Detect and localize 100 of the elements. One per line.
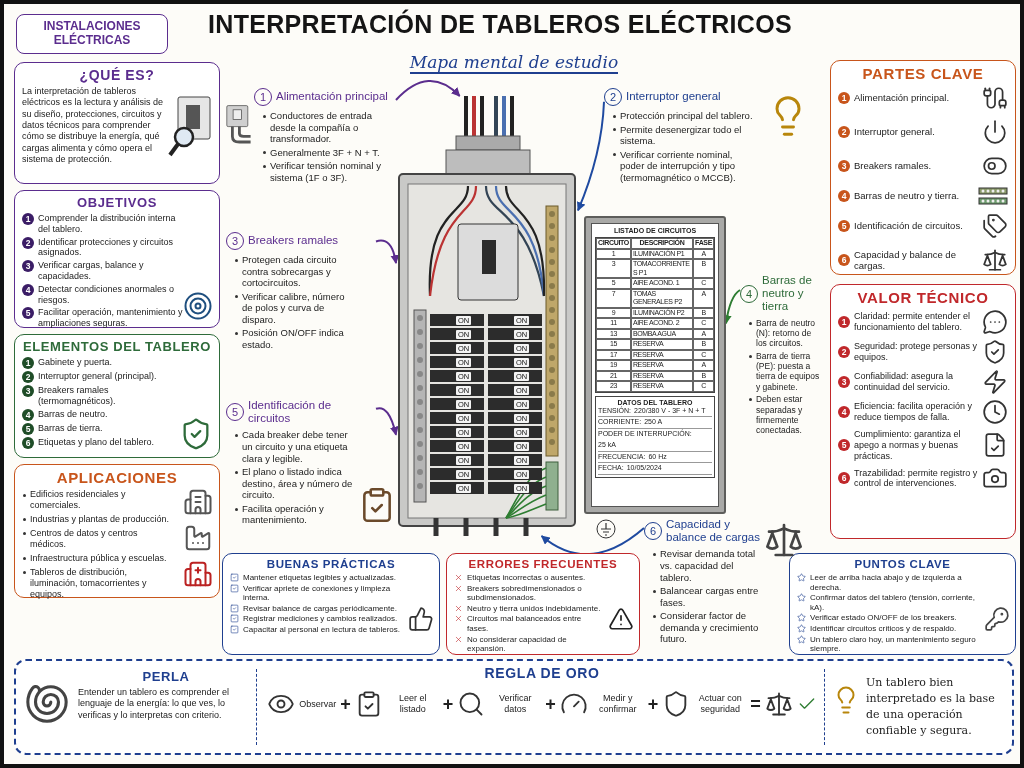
operator-sign: + <box>545 693 556 715</box>
list-item: Barras de neutro y tierra. <box>854 190 961 202</box>
callout-title: Interruptor general <box>626 90 721 104</box>
number-badge: 5 <box>838 439 850 452</box>
bullet-text: Protegen cada circuito contra sobrecargas y cortocircuitos. <box>234 254 356 289</box>
step-text: Actuar con seguridad <box>697 693 743 715</box>
info-card <box>14 464 220 598</box>
number-badge: 5 <box>22 422 34 435</box>
bullet-text: Protección principal del tablero. <box>612 110 758 122</box>
number-badge: 4 <box>838 406 850 418</box>
info-card <box>14 334 220 458</box>
number-badge: 6 <box>838 254 850 266</box>
list-item: Barras de tierra. <box>38 422 104 434</box>
list-item: Verificar apriete de conexiones y limpieza interna. <box>243 583 392 603</box>
list-item: Confiabilidad: asegura la continuidad del servicio. <box>854 371 955 393</box>
list-item: Confirmar datos del tablero (tensión, corriente, kA). <box>810 593 976 613</box>
paragraph: La interpretación de tableros eléctricos es la lectura y análisis de su diseño, protecciones, circuitos y datos técnicos para comprender cómo se distribuye la energía, qué cargas alimenta y cómo opera el sistema de protección. <box>22 86 164 166</box>
number-badge: 6 <box>838 472 850 485</box>
operator-sign: + <box>647 693 659 715</box>
number-badge: 6 <box>22 436 34 449</box>
card-heading: VALOR TÉCNICO <box>857 289 989 306</box>
list-item: Verificar estado ON/OFF de los breakers. <box>810 613 958 623</box>
bullet-text: Deben estar separadas y firmemente conectadas. <box>748 394 824 436</box>
info-card <box>830 60 1016 275</box>
number-badge: 2 <box>838 346 850 358</box>
list-item: Identificar circuitos críticos y de respaldo. <box>810 623 958 634</box>
list-item: Facilitar operación, mantenimiento y ampliaciones seguras. <box>38 307 184 329</box>
bullet-text: Facilita operación y mantenimiento. <box>234 502 360 527</box>
bullet-text: Verificar tensión nominal y sistema (1F o 3F). <box>262 160 392 184</box>
number-badge: 3 <box>22 385 34 397</box>
list-item: Capacidad y balance de cargas. <box>854 248 957 272</box>
callout-title: Breakers ramales <box>248 234 339 248</box>
bullet-text: Verificar calibre, número de polos y curva de disparo. <box>234 290 356 326</box>
bullet-text: Barra de tierra (PE): puesta a tierra de equipos y gabinete. <box>748 350 824 393</box>
step-text: Leer el listado <box>397 693 428 715</box>
callout-title: Capacidad y balance de cargas <box>666 518 761 545</box>
bullet-text: Cada breaker debe tener un circuito y una etiqueta clara y legible. <box>234 429 360 465</box>
list-item: Registrar mediciones y cambios realizados. <box>243 614 399 624</box>
info-card <box>789 553 1016 655</box>
list-item: Circuitos mal balanceados entre fases. <box>467 614 583 634</box>
bullet-text: Industrias y plantas de producción. <box>22 513 172 525</box>
number-badge: 2 <box>22 371 34 383</box>
list-item: Leer de arriba hacia abajo y de izquierda a derecha. <box>810 573 963 593</box>
number-badge: 4 <box>22 408 34 421</box>
list-item: Cumplimiento: garantiza el apego a normas y buenas prácticas. <box>854 429 962 462</box>
info-card <box>830 284 1016 539</box>
list-item: Breakers ramales (termomagnéticos). <box>38 385 117 407</box>
bullet-text: Infraestructura pública y escuelas. <box>22 552 172 564</box>
card-heading: ERRORES FRECUENTES <box>468 558 618 570</box>
list-item: Alimentación principal. <box>854 92 951 104</box>
list-item: Breakers ramales. <box>854 160 933 172</box>
card-heading: OBJETIVOS <box>77 195 157 210</box>
bullet-text: Generalmente 3F + N + T. <box>262 146 392 159</box>
bullet-text: Edificios residenciales y comerciales. <box>22 489 172 511</box>
list-item: Verificar cargas, balance y capacidades. <box>38 260 145 282</box>
card-heading: PARTES CLAVE <box>862 65 984 82</box>
bullet-text: Conductores de entrada desde la compañía o transformador. <box>262 110 392 145</box>
bullet-text: Considerar factor de demanda y crecimiento futuro. <box>652 610 762 646</box>
card-heading: PUNTOS CLAVE <box>854 558 951 570</box>
info-card <box>14 190 220 328</box>
list-item: Identificación de circuitos. <box>854 220 964 232</box>
bullet-text: Permite desenergizar todo el sistema. <box>612 123 758 147</box>
list-item: No considerar capacidad de expansión. <box>467 634 568 654</box>
number-badge: 5 <box>838 220 850 232</box>
list-item: Gabinete y puerta. <box>38 357 114 368</box>
step-text: Observar <box>299 698 337 710</box>
number-badge: 3 <box>22 260 34 273</box>
bullet-text: Barra de neutro (N): retorno de los circuitos. <box>748 317 824 349</box>
number-badge: 4 <box>838 190 850 202</box>
list-item: Eficiencia: facilita operación y reduce tiempos de falla. <box>854 401 974 423</box>
bullet-text: Tableros de distribución, iluminación, tomacorrientes y equipos. <box>22 566 172 600</box>
list-item: Breakers sobredimensionados o subdimensionados. <box>467 583 583 603</box>
number-badge: 1 <box>22 213 34 225</box>
list-item: Capacitar al personal en lectura de tableros. <box>243 624 401 635</box>
card-heading: REGLA DE ORO <box>484 665 600 681</box>
card-heading: ¿QUÉ ES? <box>79 67 155 83</box>
card-heading: BUENAS PRÁCTICAS <box>266 558 396 570</box>
subtitle: Mapa mental de estudio <box>409 52 619 74</box>
number-badge: 1 <box>838 92 850 104</box>
number-badge: 3 <box>838 160 850 172</box>
bullet-text: Balancear cargas entre fases. <box>652 585 762 609</box>
step-text: Medir y confirmar <box>598 693 638 715</box>
list-item: Neutro y tierra unidos indebidamente. <box>467 603 602 614</box>
number-badge: 1 <box>22 357 34 369</box>
page-title: INTERPRETACIÓN DE TABLEROS ELÉCTRICOS <box>207 10 793 39</box>
info-card <box>14 62 220 184</box>
list-item: Comprender la distribución interna del tablero. <box>38 213 177 235</box>
step-text: Verificar datos <box>498 693 533 715</box>
info-card <box>222 553 440 655</box>
number-badge: 2 <box>838 126 850 138</box>
operator-sign: + <box>340 693 351 715</box>
list-item: Interruptor general (principal). <box>38 371 158 382</box>
info-card <box>446 553 640 655</box>
callout-title: Barras de neutro y tierra <box>762 274 813 314</box>
number-badge: 3 <box>838 376 850 388</box>
card-heading: ELEMENTOS DEL TABLERO <box>22 339 212 354</box>
operator-sign: + <box>442 693 454 715</box>
card-heading: APLICACIONES <box>56 469 178 486</box>
number-badge: 4 <box>22 283 34 296</box>
bullet-text: El plano o listado indica destino, área y número de circuito. <box>234 466 360 501</box>
